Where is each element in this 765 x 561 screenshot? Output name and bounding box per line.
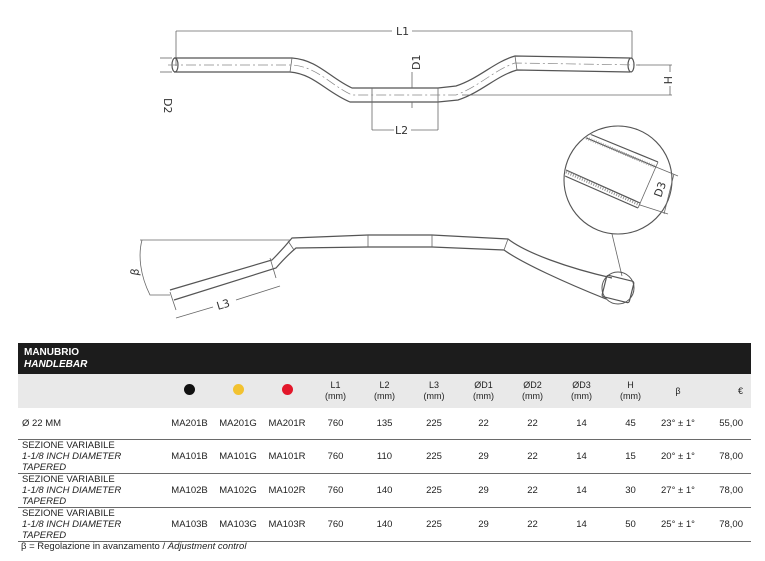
cell-h: 30 (625, 484, 636, 496)
cell-d1: 22 (478, 417, 489, 429)
cell-price: 78,00 (719, 484, 743, 496)
cell-l3: 225 (426, 518, 442, 530)
cell-r: MA101R (268, 450, 306, 462)
cell-g: MA201G (219, 417, 257, 429)
col-header-price: € (737, 385, 743, 396)
red-color-dot (281, 384, 293, 395)
cell-g: MA102G (219, 484, 257, 496)
cell-b: MA103B (171, 518, 208, 530)
table-subtitle: HANDLEBAR (24, 359, 88, 370)
cell-d2: 22 (527, 518, 538, 530)
cell-price: 55,00 (719, 417, 743, 429)
col-header-d2: ØD2(mm) (522, 380, 543, 401)
col-header-beta: β (675, 385, 681, 396)
cell-d2: 22 (527, 417, 538, 429)
l1-label: L1 (396, 25, 409, 38)
table-header-row: L1(mm) L2(mm) L3(mm) ØD1(mm) ØD2(mm) ØD3… (18, 374, 751, 408)
col-header-l1: L1(mm) (325, 380, 346, 401)
cell-b: MA102B (171, 484, 208, 496)
spec-table: L1(mm) L2(mm) L3(mm) ØD1(mm) ØD2(mm) ØD3… (18, 374, 751, 542)
table-title: MANUBRIO (24, 347, 79, 358)
cell-beta: 27° ± 1° (661, 484, 695, 496)
row-description: Ø 22 MM (22, 417, 62, 429)
cell-l1: 760 (327, 518, 344, 530)
table-title-bar: MANUBRIO HANDLEBAR (18, 343, 751, 374)
cell-b: MA201B (171, 417, 208, 429)
front-view: L1 D2 D1 L2 H (160, 25, 674, 137)
footnote: β = Regolazione in avanzamento / Adjustm… (21, 541, 247, 552)
cell-h: 45 (625, 417, 636, 429)
cell-b: MA101B (171, 450, 208, 462)
col-header-d1: ØD1(mm) (473, 380, 494, 401)
gold-color-dot (232, 384, 244, 395)
cell-d3: 14 (576, 484, 587, 496)
cell-beta: 20° ± 1° (661, 450, 695, 462)
cell-d1: 29 (478, 518, 489, 530)
detail-view-d3: D3 (563, 125, 679, 277)
cell-beta: 25° ± 1° (661, 518, 695, 530)
h-label: H (661, 76, 674, 84)
d1-label: D1 (410, 55, 423, 70)
col-header-h: H(mm) (620, 380, 641, 401)
cell-d1: 29 (478, 484, 489, 496)
d3-label: D3 (652, 180, 670, 199)
table-row: Ø 22 MM MA201B MA201G MA201R 760 135 225 22 22 14… (18, 408, 751, 439)
cell-r: MA201R (268, 417, 306, 429)
col-header-l3: L3(mm) (423, 380, 445, 401)
cell-l2: 135 (376, 417, 393, 429)
cell-d3: 14 (576, 450, 587, 462)
handlebar-technical-drawing: L1 D2 D1 L2 H (128, 25, 679, 319)
cell-h: 15 (625, 450, 636, 462)
cell-d2: 22 (527, 450, 538, 462)
col-header-d3: ØD3(mm) (571, 380, 592, 401)
cell-l2: 110 (376, 450, 393, 462)
cell-h: 50 (625, 518, 636, 530)
cell-d2: 22 (527, 484, 538, 496)
spec-table-section: MANUBRIO HANDLEBAR L1(mm) L2(mm) L3(mm) … (18, 343, 751, 542)
cell-price: 78,00 (719, 450, 743, 462)
cell-d1: 29 (478, 450, 489, 462)
cell-r: MA102R (268, 484, 306, 496)
cell-price: 78,00 (719, 518, 743, 530)
cell-l2: 140 (376, 518, 393, 530)
cell-l3: 225 (426, 450, 442, 462)
d2-label: D2 (161, 98, 174, 113)
cell-r: MA103R (268, 518, 306, 530)
cell-d3: 14 (576, 518, 587, 530)
cell-g: MA101G (219, 450, 257, 462)
black-color-dot (184, 384, 195, 395)
cell-d3: 14 (576, 417, 587, 429)
cell-g: MA103G (219, 518, 257, 530)
cell-l2: 140 (376, 484, 393, 496)
col-header-l2: L2(mm) (374, 380, 395, 401)
beta-label: β (128, 267, 142, 276)
cell-l3: 225 (426, 417, 442, 429)
cell-l1: 760 (327, 417, 344, 429)
cell-l3: 225 (426, 484, 442, 496)
side-view: β L3 (128, 234, 635, 319)
l2-label: L2 (395, 124, 408, 137)
l3-label: L3 (215, 297, 231, 313)
cell-l1: 760 (327, 450, 344, 462)
cell-l1: 760 (327, 484, 344, 496)
cell-beta: 23° ± 1° (661, 417, 695, 429)
